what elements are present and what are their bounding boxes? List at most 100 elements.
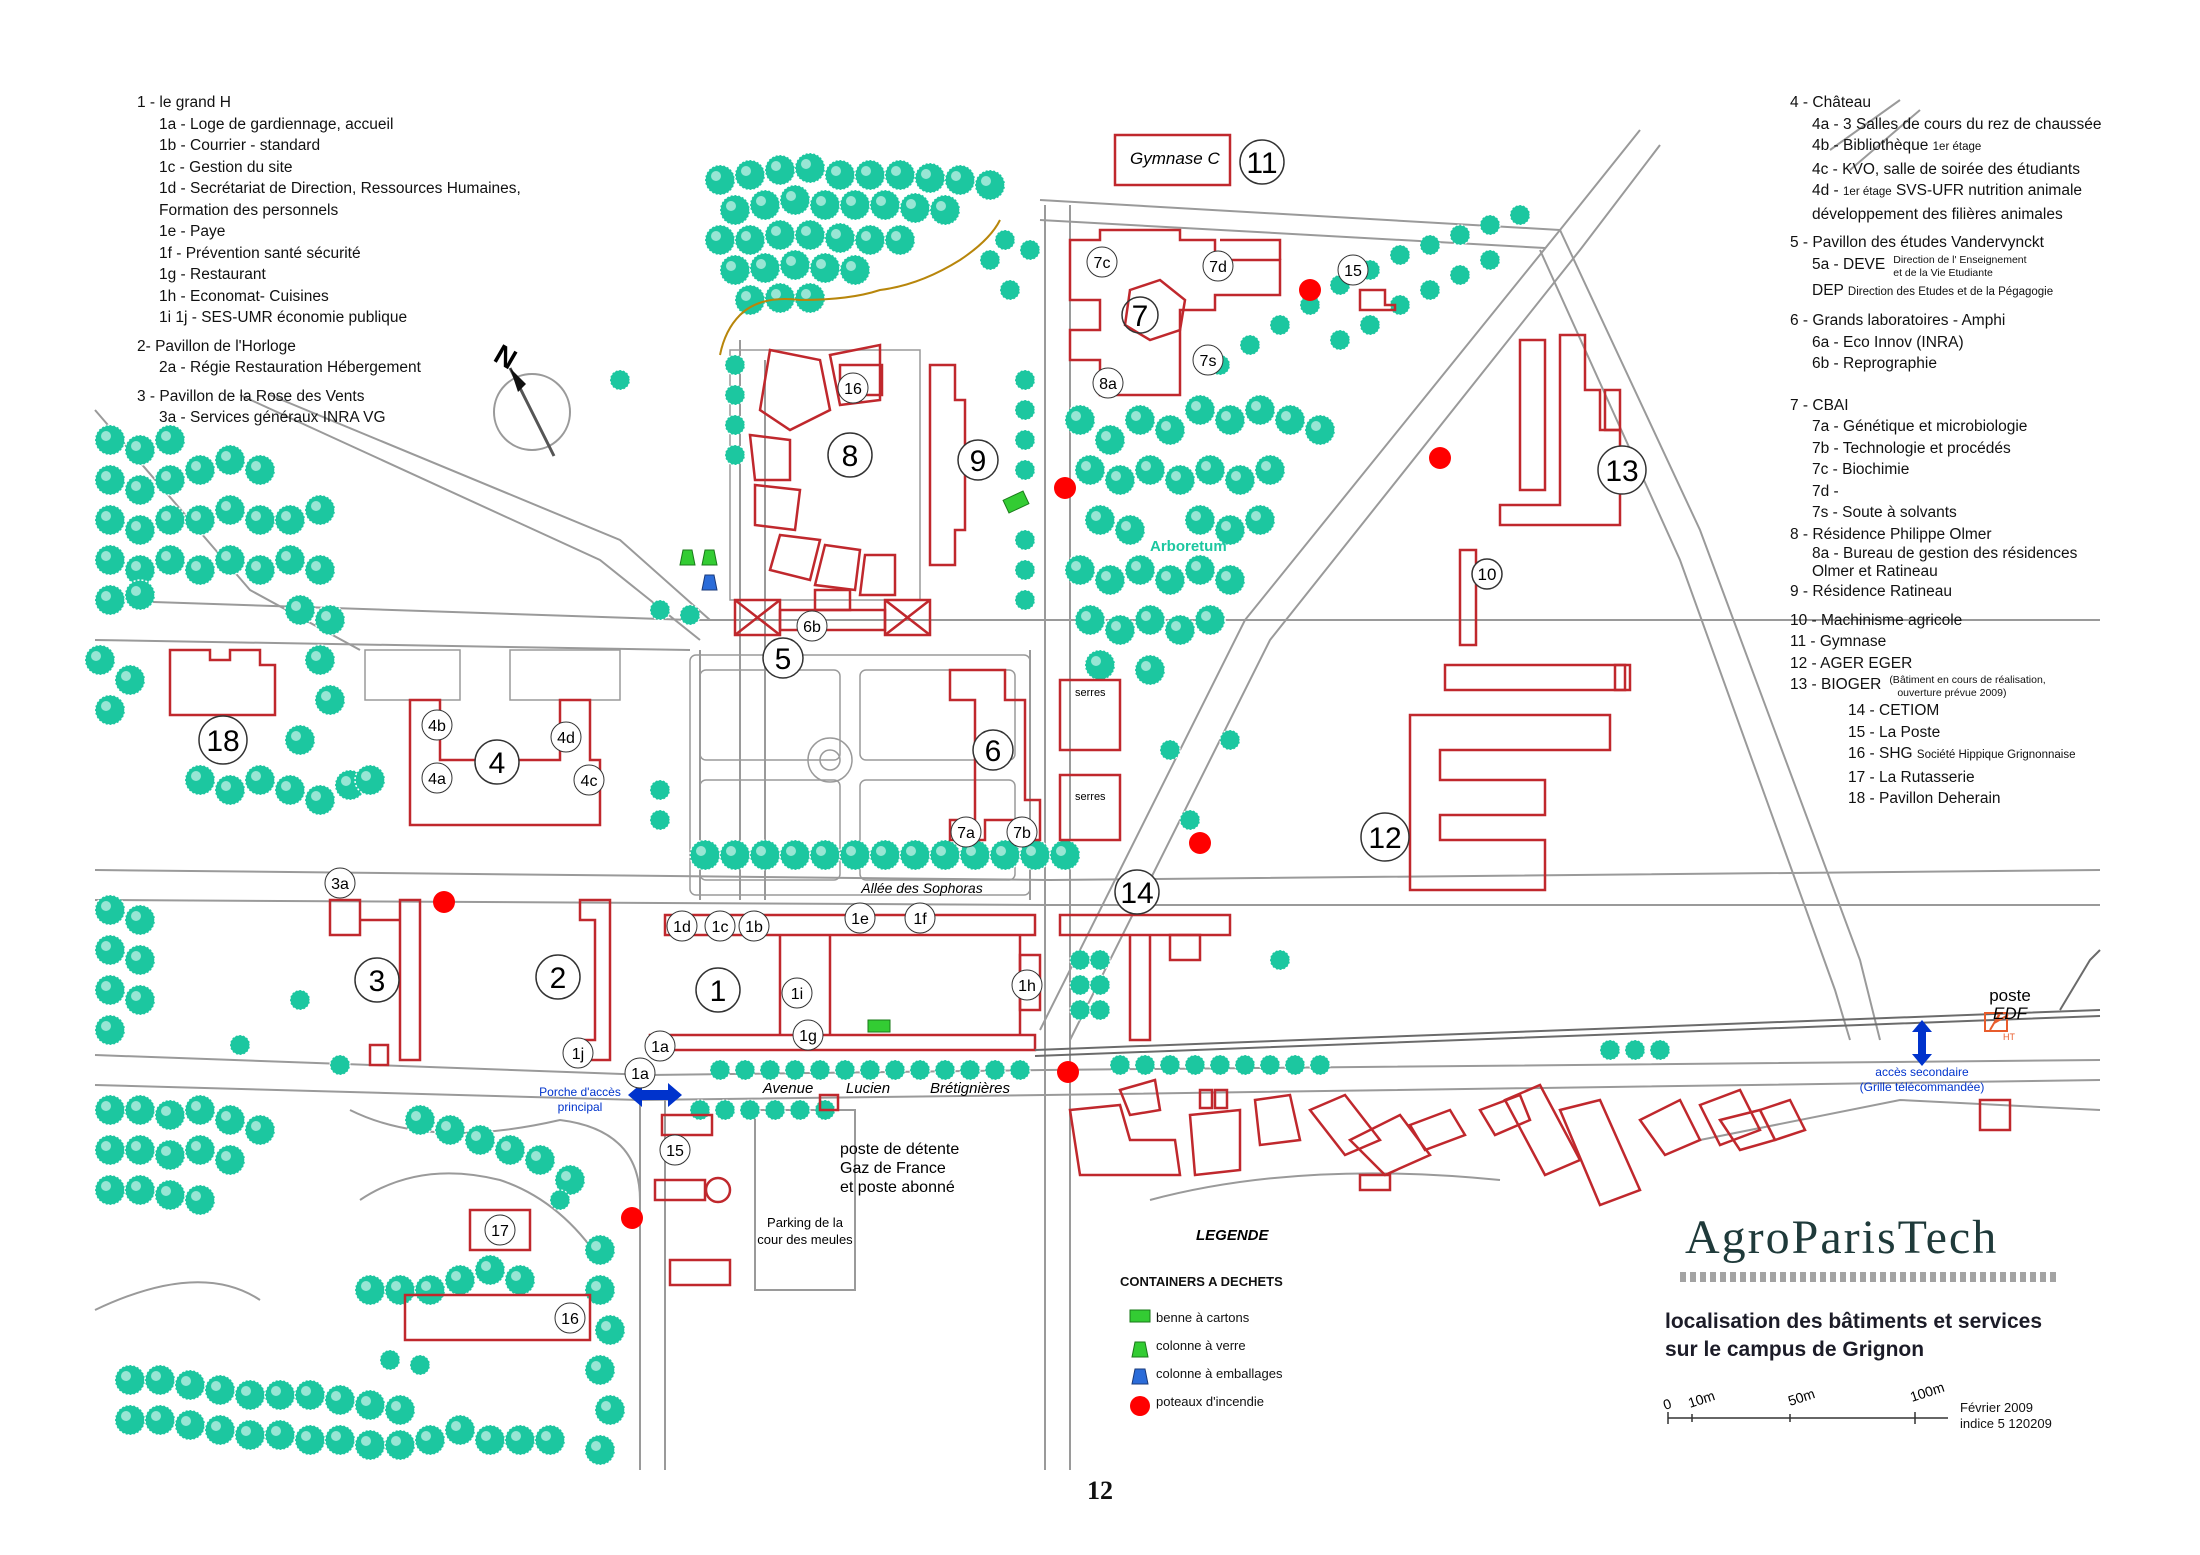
key-item-8a-2: Olmer et Ratineau	[1812, 563, 1938, 580]
bubble-17: 17	[484, 1214, 516, 1246]
bubble-1g: 1i	[781, 977, 813, 1009]
bubble-7: 7	[1121, 296, 1159, 334]
key-item-dep: DEP Direction des Etudes et de la Pégago…	[1812, 281, 2054, 299]
key-item-7b: 7b - Technologie et procédés	[1812, 439, 2011, 457]
label-6: 6	[985, 735, 1002, 768]
svg-text:7c: 7c	[1094, 255, 1111, 272]
key-item-4d: 4d - 1er étage SVS-UFR nutrition animale	[1812, 182, 2083, 199]
bubble-5: 5	[762, 637, 804, 679]
label-10: 10	[1478, 565, 1497, 584]
footpath	[719, 219, 1001, 356]
bubble-1i: 1f	[904, 902, 936, 934]
label-3: 3	[369, 965, 386, 998]
key-item-4: 4 - Château	[1790, 94, 1871, 111]
key-left-item: 1b - Courrier - standard	[159, 137, 321, 154]
gaz-label-3: et poste abonné	[840, 1179, 955, 1196]
bubble-16: 16	[554, 1302, 586, 1334]
svg-text:7a: 7a	[957, 825, 975, 842]
key-item-13: 13 - BIOGER (Bâtiment en cours de réalis…	[1790, 674, 2046, 699]
bubble-7b: 7d	[1202, 250, 1234, 282]
label-11: 11	[1246, 147, 1277, 180]
bubble-9: 9	[957, 439, 999, 481]
key-left-item: 1h - Economat- Cuisines	[159, 287, 329, 305]
bubble-7d: 8a	[1092, 367, 1124, 399]
key-item-7c: 7c - Biochimie	[1812, 461, 1910, 478]
key-left-item: 1e - Paye	[159, 223, 226, 240]
svg-text:7b: 7b	[1013, 825, 1031, 842]
gaz-label-1: poste de détente	[840, 1141, 959, 1158]
bubble-3a: 3a	[324, 867, 356, 899]
key-left-item: 1i 1j - SES-UMR économie publique	[159, 309, 408, 326]
compass	[493, 367, 571, 457]
key-item-4d-2: développement des filières animales	[1812, 205, 2063, 223]
svg-text:4b: 4b	[428, 718, 446, 735]
building-bubbles: 11 7 8 9 5 6 4 18 13 10 12 14 1 2 3	[198, 139, 1647, 1013]
key-item-7s: 7s - Soute à solvants	[1812, 504, 1957, 521]
key-left-item: Formation des personnels	[159, 201, 339, 219]
key-right: 4 - Château 4a - 3 Salles de cours du re…	[1790, 92, 2190, 810]
key-item-4c: 4c - KVO, salle de soirée des étudiants	[1812, 160, 2080, 178]
gaz-label-2: Gaz de France	[840, 1160, 946, 1177]
label-9: 9	[970, 445, 987, 478]
svg-text:1c: 1c	[712, 919, 729, 936]
label-14: 14	[1120, 877, 1153, 910]
bubble-8: 8	[827, 432, 873, 478]
svg-text:1a: 1a	[631, 1066, 649, 1083]
legend-symbols: LEGENDE	[1129, 1227, 1270, 1416]
bubble-1h: 1g	[792, 1019, 824, 1051]
key-item-11: 11 - Gymnase	[1790, 633, 1887, 650]
scale-0: 0	[1661, 1395, 1674, 1413]
svg-text:15: 15	[1344, 263, 1362, 280]
legend-title: LEGENDE	[1196, 1227, 1270, 1244]
key-item-17: 17 - La Rutasserie	[1848, 768, 1975, 786]
bubble-4b: 4b	[421, 709, 453, 741]
arboretum-label: Arboretum	[1150, 538, 1227, 555]
sub-bubbles: 7c 7d 7s 8a 15 16 6b 4a 4b 4c 4d 7a 7b 3…	[324, 246, 1369, 1334]
label-1: 1	[710, 975, 727, 1008]
edf-station	[1984, 1012, 2009, 1032]
poste-label: poste	[1989, 986, 2031, 1005]
svg-text:1g: 1g	[799, 1028, 817, 1045]
bubble-1c: 1b	[738, 910, 770, 942]
key-item-7: 7 - CBAI	[1790, 396, 1849, 414]
gym-label: Gymnase C	[1130, 149, 1220, 168]
key-item-4a: 4a - 3 Salles de cours du rez de chaussé…	[1812, 115, 2102, 133]
key-item-4b: 4b - Bibliothèque 1er étage	[1812, 137, 1982, 154]
legend-box: CONTAINERS A DECHETS benne à cartons col…	[1120, 1228, 1380, 1415]
ht-label: HT	[2003, 1032, 2015, 1042]
key-item-6: 6 - Grands laboratoires - Amphi	[1790, 312, 2006, 329]
bubble-1j: 1h	[1011, 969, 1043, 1001]
label-2: 2	[550, 962, 567, 995]
bubble-2a: 1j	[562, 1037, 594, 1069]
scale-10: 10m	[1686, 1387, 1717, 1411]
serres-label-2: serres	[1075, 791, 1106, 803]
key-left-item: 1f - Prévention santé sécurité	[159, 244, 361, 262]
porche-label-2: principal	[558, 1100, 603, 1114]
key-left-item: 1d - Secrétariat de Direction, Ressource…	[159, 180, 521, 197]
legend-item-emballages: colonne à emballages	[1156, 1365, 1283, 1381]
map-title: localisation des bâtiments et services s…	[1665, 1310, 2042, 1361]
bubble-5a: 6b	[796, 610, 828, 642]
agroparistech-logo: AgroParisTech	[1685, 1211, 1999, 1264]
key-left-item: 3 - Pavillon de la Rose des Vents	[137, 387, 365, 405]
key-left-item: 3a - Services généraux INRA VG	[159, 409, 386, 426]
key-left-item: 1a - Loge de gardiennage, accueil	[159, 115, 394, 133]
bubble-15: 15	[659, 1134, 691, 1166]
svg-text:15: 15	[666, 1143, 684, 1160]
allee-label: Allée des Sophoras	[860, 880, 982, 896]
svg-text:1j: 1j	[572, 1046, 584, 1063]
bubble-1a: 1a	[624, 1057, 656, 1089]
svg-text:17: 17	[491, 1223, 509, 1240]
legend-subtitle: CONTAINERS A DECHETS	[1120, 1274, 1283, 1289]
avenue-label-3: Brétignières	[930, 1080, 1011, 1097]
scale-bar: 0 10m 50m 100m	[1661, 1379, 1948, 1424]
porche-label-1: Porche d'accès	[539, 1085, 621, 1099]
parking-label-2: cour des meules	[757, 1232, 853, 1247]
key-item-18: 18 - Pavillon Deherain	[1848, 790, 2001, 807]
bubble-12: 12	[1360, 812, 1410, 862]
bubble-1d: 1c	[704, 910, 736, 942]
key-item-10: 10 - Machinisme agricole	[1790, 611, 1963, 629]
fire-hydrants	[433, 279, 1451, 1229]
key-item-15: 15 - La Poste	[1848, 723, 1941, 741]
